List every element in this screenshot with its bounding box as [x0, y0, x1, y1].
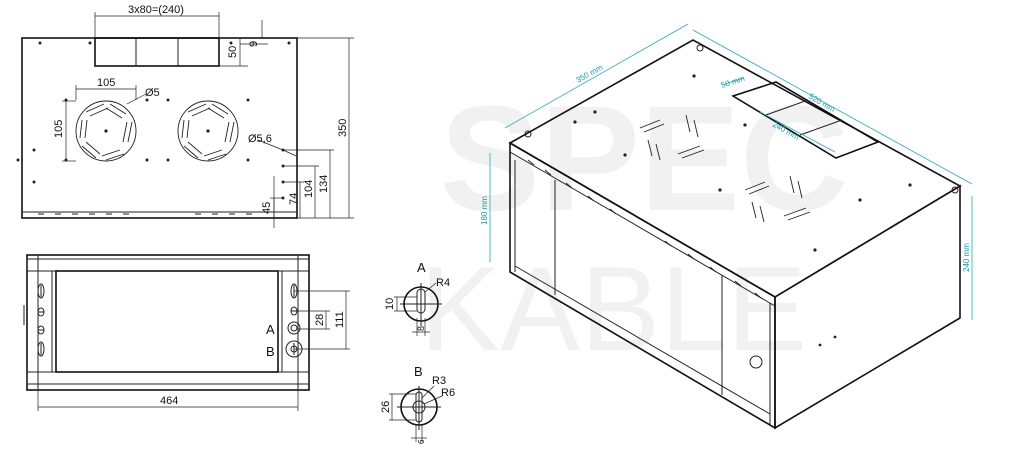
detail-a-label: A [417, 260, 426, 275]
fan-grill-right [177, 100, 239, 162]
iso-fan-2 [744, 175, 811, 223]
fan-grill-left [75, 100, 137, 162]
front-opening [55, 270, 279, 373]
iso-fan-1 [639, 114, 705, 161]
dim-depth: 350 [337, 119, 349, 137]
top-view: 3x80=(240) 50 9 105 Ø5 105 Ø5,6 350 [16, 4, 354, 228]
detail-b-radius-6: R6 [441, 387, 455, 399]
watermark-line1: SPEC [440, 74, 848, 242]
dim-104: 104 [303, 180, 315, 198]
front-label-b: B [266, 344, 275, 359]
detail-a-width: 8 [416, 326, 426, 331]
iso-dim-side-height: 180 mm [480, 196, 489, 225]
dim-111: 111 [334, 311, 346, 328]
dim-slot-offset: 9 [248, 41, 260, 47]
left-rail-holes [37, 283, 45, 357]
dim-fan-height: 105 [53, 120, 65, 138]
front-view-outline [26, 254, 310, 391]
detail-b-width: 6 [417, 439, 426, 444]
dim-28: 28 [314, 314, 326, 326]
iso-dim-height: 240 mm [962, 243, 971, 272]
detail-a-radius: R4 [436, 277, 450, 289]
detail-b-label: B [414, 364, 423, 379]
detail-b-radius-3: R3 [432, 375, 446, 387]
detail-b-height: 26 [380, 401, 392, 413]
iso-side-face [774, 184, 961, 430]
dim-slot-height: 50 [227, 46, 239, 58]
dim-74: 74 [288, 193, 300, 205]
dim-width: 464 [160, 395, 178, 407]
dim-134: 134 [318, 175, 330, 193]
watermark-line2: KABLE [420, 242, 807, 376]
detail-a: A R4 10 8 [384, 260, 450, 336]
front-view: A B 464 111 28 [23, 254, 350, 411]
dim-slots: 3x80=(240) [128, 4, 184, 16]
iso-rail-marks [527, 159, 762, 299]
detail-a-height: 10 [384, 298, 396, 310]
cable-slot-area [94, 37, 220, 67]
iso-top-holes [524, 44, 959, 252]
dim-fan-size: 105 [97, 77, 115, 89]
front-label-a: A [266, 322, 275, 337]
mounting-holes [16, 41, 291, 200]
iso-cable-slots [731, 81, 880, 159]
right-rail-holes [285, 283, 303, 358]
dim-45: 45 [261, 202, 273, 214]
dim-hole-large: Ø5,6 [248, 133, 272, 145]
detail-b: B R3 R6 26 6 [380, 364, 455, 444]
dim-hole-small: Ø5 [145, 87, 160, 99]
